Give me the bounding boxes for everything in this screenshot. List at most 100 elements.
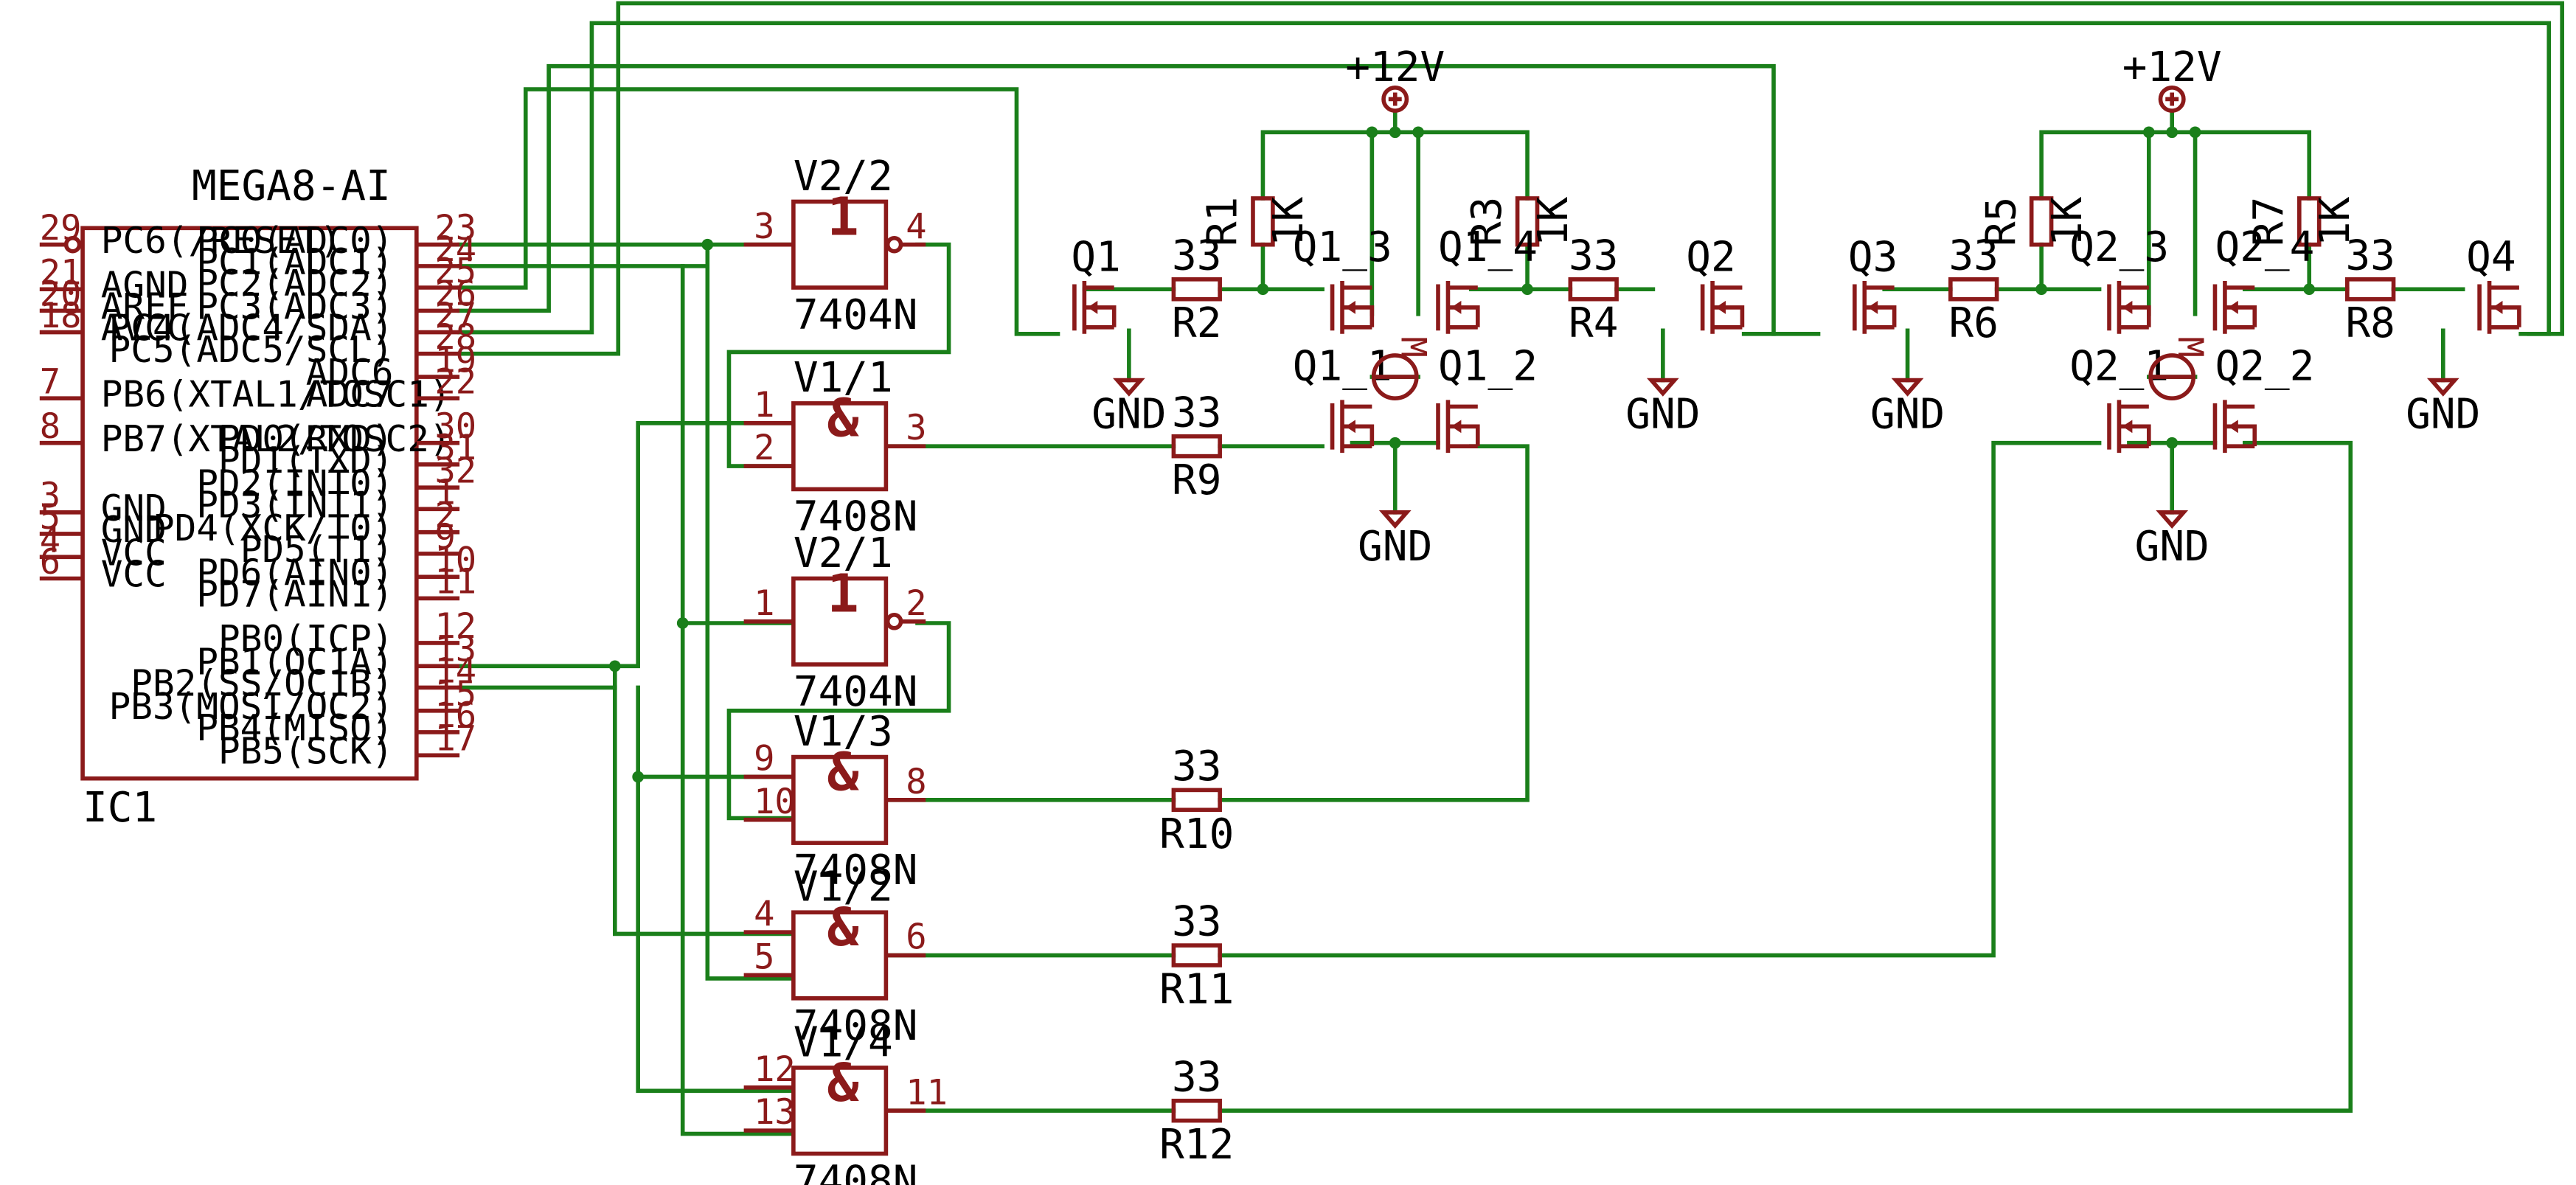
gate-input-pin: 4 (754, 894, 774, 934)
resistor-value: 1K (2311, 196, 2359, 246)
wire-pc3 (457, 63, 1776, 336)
pin-number: 2 (434, 496, 455, 536)
mosfet-label: Q2_2 (2215, 343, 2314, 391)
resistor-ref: R3 (1463, 197, 1511, 246)
pin-name: PD7(AIN1) (196, 573, 393, 616)
gate-part: 7408N (794, 847, 918, 894)
resistor-ref: R7 (2245, 197, 2293, 246)
pin-number: 22 (434, 361, 476, 402)
resistor-r3: R3 1K (1463, 196, 1577, 247)
wire-pb2 (457, 685, 793, 1094)
resistor-r7: R7 1K (2245, 196, 2359, 247)
pin-name: PD4(XCK/T0) (153, 507, 393, 549)
mosfet-q1-2: Q1_2 (1436, 343, 1538, 454)
pin-number: 24 (434, 229, 476, 270)
resistor-ref: R6 (1949, 299, 1999, 347)
mosfet-q2-3: Q2_3 (2069, 223, 2169, 334)
wire-r12-q22 (1218, 440, 2353, 1113)
vcc-label: +12V (1345, 44, 1445, 91)
pin-number: 26 (434, 274, 476, 315)
gate-symbol: 1 (827, 185, 859, 247)
gate-output-pin: 8 (906, 762, 926, 802)
gate-ref: V1/3 (794, 708, 893, 756)
pin-number: 5 (40, 497, 60, 538)
pin-name: PC5(ADC5/SCL) (109, 328, 394, 371)
wires (457, 1, 2564, 1136)
pin-number: 30 (434, 406, 476, 447)
motor-label: M (2170, 337, 2210, 358)
pin-name: VCC (101, 553, 167, 596)
gnd-symbol-3: GND (1358, 510, 1432, 571)
gate-part: 7404N (794, 668, 918, 716)
pin-name: PC1(ADC1) (196, 240, 393, 283)
mosfet-q1-1: Q1_1 (1293, 343, 1392, 454)
mosfet-label: Q1 (1071, 234, 1120, 282)
gate-input-pin: 10 (754, 782, 796, 822)
resistor-value: 1K (1530, 196, 1577, 246)
wire-v22-out (726, 242, 951, 468)
pin-number: 21 (40, 253, 82, 293)
mosfet-q1-3: Q1_3 (1293, 223, 1392, 334)
gate-input-pin: 1 (754, 583, 774, 624)
gate-ref: V1/1 (794, 354, 893, 402)
pin-number: 1 (434, 473, 455, 513)
gate-ref: V1/4 (794, 1018, 893, 1066)
resistor-value: 33 (1172, 232, 1221, 279)
pin-number: 15 (434, 674, 476, 715)
gate-part: 7408N (794, 1158, 918, 1185)
resistor-ref: R11 (1159, 966, 1234, 1014)
pin-name: PB0(ICP) (218, 617, 393, 660)
ic1-pin-24: 24 PC1(ADC1) (196, 229, 476, 283)
pin-number: 3 (40, 476, 60, 516)
gate-symbol: 1 (827, 562, 859, 624)
pin-name: PB2(SS/OC1B) (131, 662, 393, 705)
junctions (608, 126, 2316, 783)
pin-name: PD6(AIN0) (196, 551, 393, 594)
resistor-ref: R2 (1172, 299, 1221, 347)
pin-name: PC3(ADC3) (196, 285, 393, 328)
resistor-ref: R4 (1569, 299, 1618, 347)
gate-input-pin: 12 (754, 1049, 796, 1090)
resistor-ref: R10 (1159, 810, 1234, 858)
gate-symbol: & (827, 387, 860, 449)
pin-name: AVCC (101, 307, 189, 350)
resistor-ref: R1 (1199, 197, 1247, 246)
pin-name: PB6(XTAL1/TOSC1) (101, 372, 451, 415)
mosfet-label: Q2 (1686, 234, 1735, 282)
mosfet-q3: Q3 (1848, 234, 1898, 334)
pin-number: 6 (40, 542, 60, 583)
gnd-label: GND (1358, 523, 1432, 571)
reset-inversion-bubble (63, 235, 82, 254)
wire-pc2 (457, 87, 1060, 336)
ic1-pin-26: 26 PC3(ADC3) (196, 274, 476, 328)
gate-input-pin: 13 (754, 1092, 796, 1133)
pin-name: PB5(SCK) (218, 730, 393, 773)
gate-symbol: & (827, 740, 860, 802)
pin-name: PD3(INT1) (196, 484, 393, 527)
gnd-symbol-6: GND (2135, 510, 2209, 571)
gate-part: 7408N (794, 493, 918, 541)
vcc-symbol-1: +12V (1345, 44, 1445, 113)
